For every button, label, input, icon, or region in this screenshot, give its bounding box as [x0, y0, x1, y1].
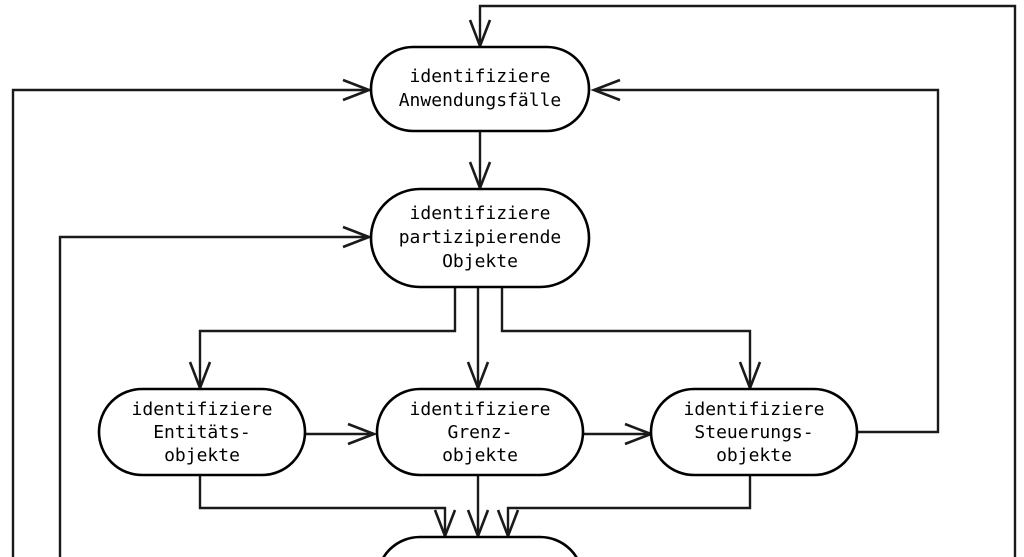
node-entitaetsobjekte-line3: objekte	[164, 445, 240, 466]
edge-grenz-to-steuerungs	[583, 422, 655, 446]
node-steuerungsobjekte[interactable]: identifiziere Steuerungs- objekte	[649, 387, 859, 477]
node-grenzobjekte-line3: objekte	[442, 445, 518, 466]
node-grenzobjekte-line1: identifiziere	[410, 399, 551, 420]
edge-steuerungs-to-bottom	[496, 474, 752, 540]
node-entitaetsobjekte-line1: identifiziere	[132, 399, 273, 420]
edge-anwendungsfaelle-to-partizipierende	[468, 131, 492, 192]
node-anwendungsfaelle[interactable]: identifiziere Anwendungsfälle	[369, 45, 591, 133]
node-steuerungsobjekte-line1: identifiziere	[684, 399, 825, 420]
node-entitaetsobjekte-line2: Entitäts-	[153, 422, 251, 443]
node-grenzobjekte-line2: Grenz-	[447, 422, 512, 443]
node-steuerungsobjekte-shape[interactable]	[649, 387, 859, 477]
node-partizipierende-objekte-line3: Objekte	[442, 251, 518, 272]
node-entitaetsobjekte[interactable]: identifiziere Entitäts- objekte	[97, 387, 307, 477]
edge-layer	[11, 4, 1017, 557]
node-bottom-clipped[interactable]	[377, 535, 583, 557]
edge-partizipierende-to-entitaets	[188, 288, 457, 392]
node-partizipierende-objekte-line2: partizipierende	[399, 227, 562, 248]
node-steuerungsobjekte-line2: Steuerungs-	[694, 422, 813, 443]
node-partizipierende-objekte[interactable]: identifiziere partizipierende Objekte	[369, 187, 591, 289]
node-layer: identifiziere Anwendungsfälle identifizi…	[97, 45, 859, 557]
node-entitaetsobjekte-shape[interactable]	[97, 387, 307, 477]
edge-steuerungsobjekte-to-anwendungsfaelle	[590, 78, 940, 434]
node-anwendungsfaelle-line2: Anwendungsfälle	[399, 90, 562, 111]
node-steuerungsobjekte-line3: objekte	[716, 445, 792, 466]
node-bottom-clipped-shape[interactable]	[377, 535, 583, 557]
edge-partizipierende-to-steuerungs	[500, 288, 762, 392]
node-anwendungsfaelle-line1: identifiziere	[410, 66, 551, 87]
node-grenzobjekte-shape[interactable]	[375, 387, 585, 477]
edge-partizipierende-to-grenz	[466, 288, 490, 392]
node-partizipierende-objekte-line1: identifiziere	[410, 203, 551, 224]
node-anwendungsfaelle-shape[interactable]	[369, 45, 591, 133]
edge-entitaets-to-bottom	[198, 474, 457, 540]
edge-entitaets-to-grenz	[305, 422, 378, 446]
node-grenzobjekte[interactable]: identifiziere Grenz- objekte	[375, 387, 585, 477]
edge-grenz-to-bottom	[466, 475, 490, 540]
edge-left-loop-into-partizipierende	[58, 225, 373, 557]
edge-left-loop-into-anwendungsfaelle	[11, 78, 373, 557]
node-partizipierende-objekte-shape[interactable]	[369, 187, 591, 289]
